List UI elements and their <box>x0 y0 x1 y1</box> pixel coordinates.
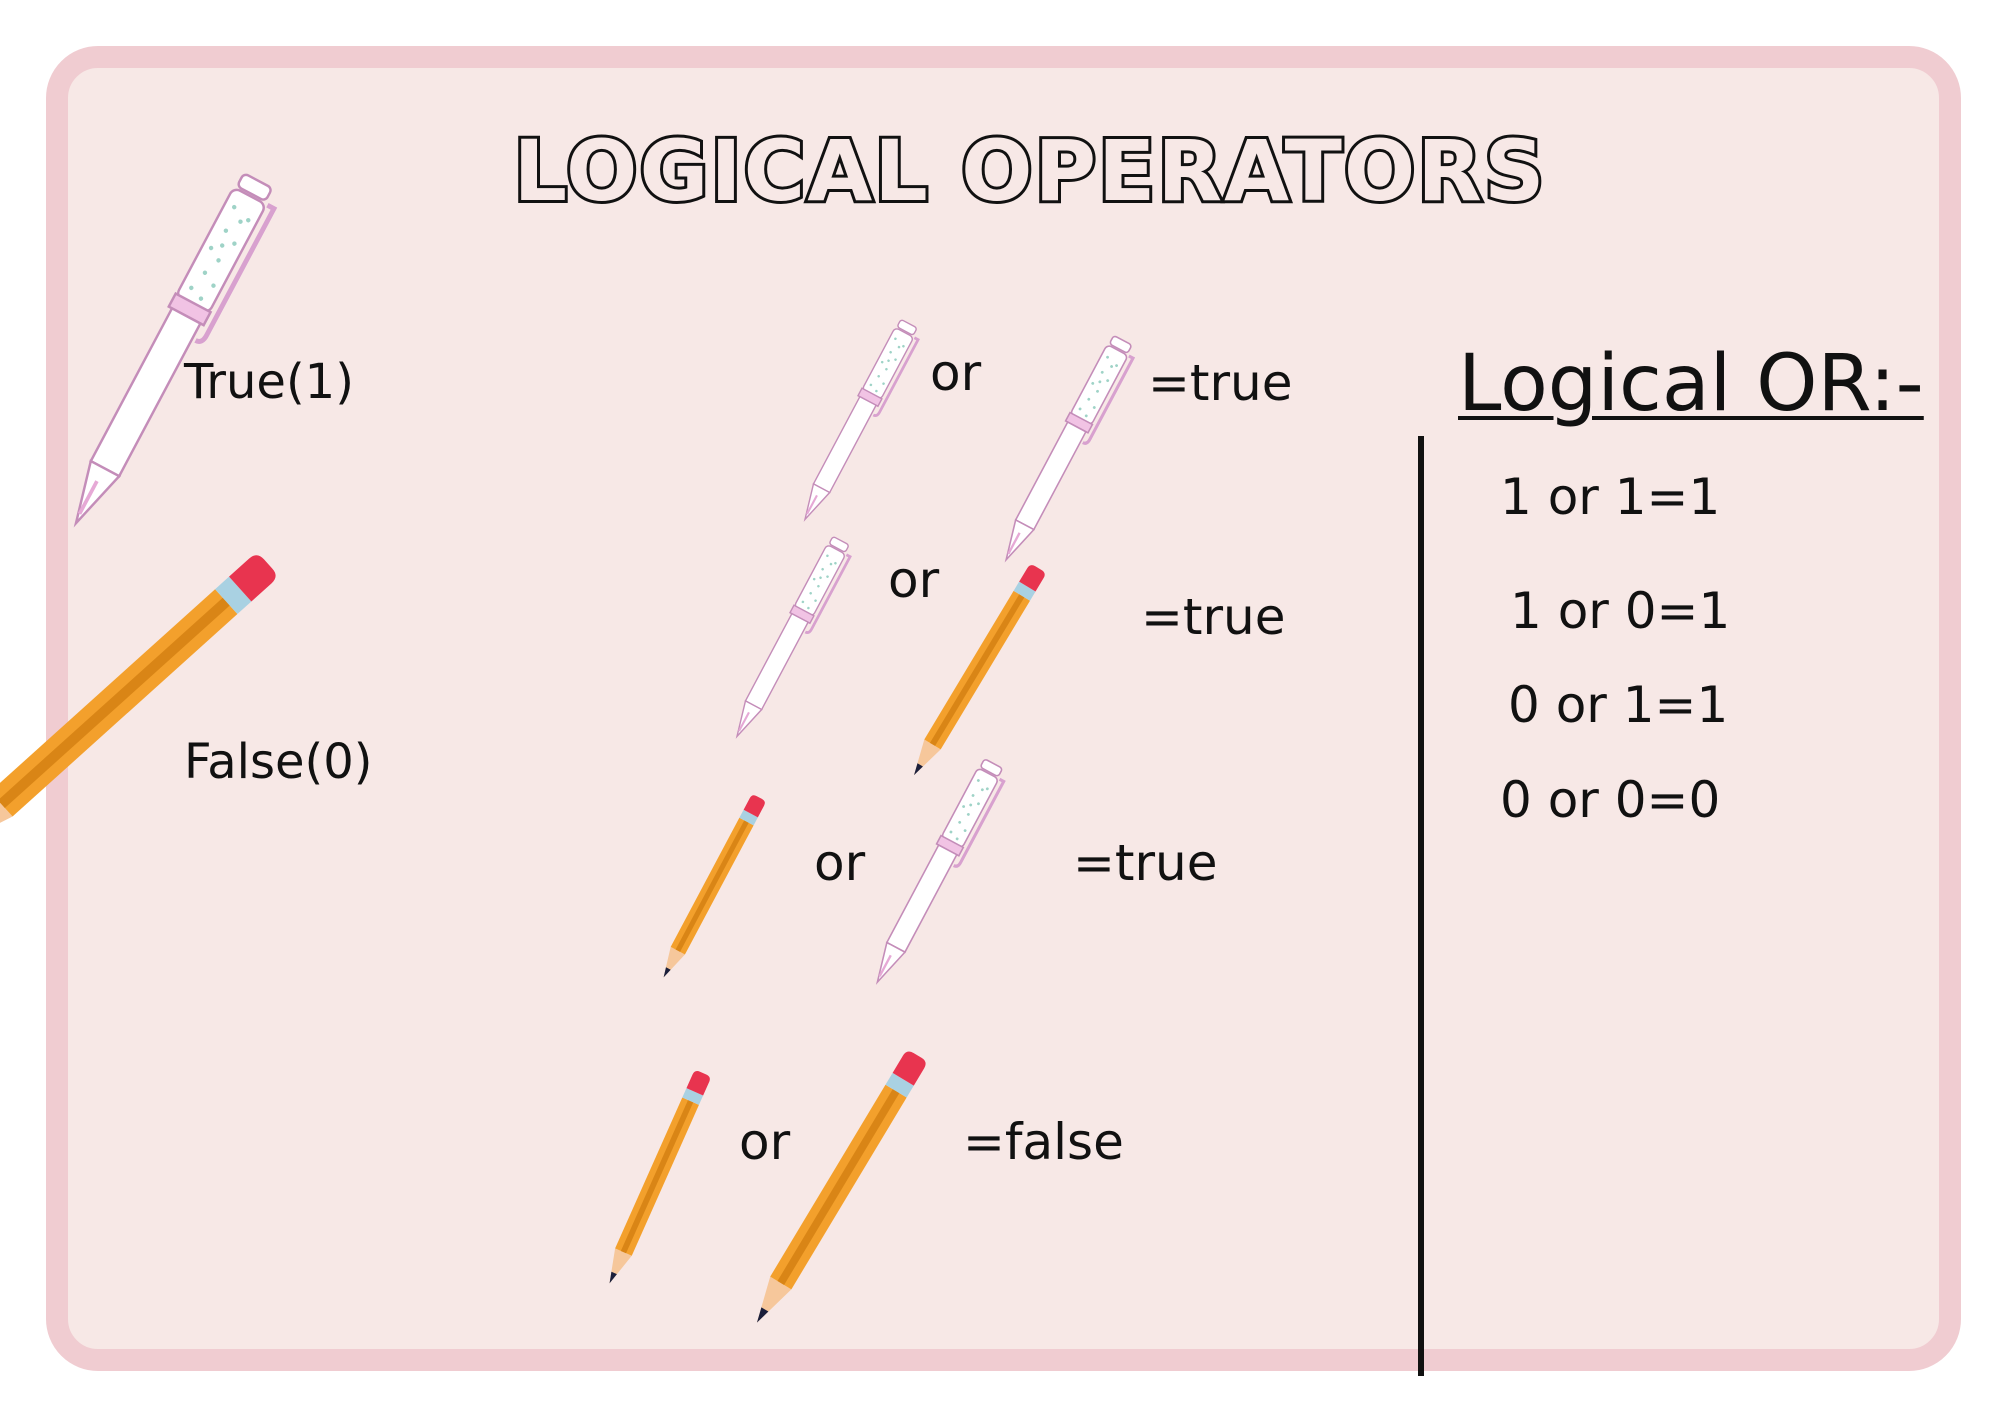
truth-table-row: 0 or 1=1 <box>1508 676 1729 734</box>
truth-table-row: 0 or 0=0 <box>1500 771 1721 829</box>
or-operator: or <box>739 1113 791 1171</box>
result-label: =false <box>963 1113 1124 1171</box>
column-divider <box>1418 436 1424 1376</box>
poster-title: LOGICAL OPERATORS <box>511 119 1548 223</box>
or-operator: or <box>814 834 866 892</box>
or-operator: or <box>930 344 982 402</box>
false-legend-label: False(0) <box>184 734 373 790</box>
truth-table-row: 1 or 1=1 <box>1500 468 1721 526</box>
true-legend-label: True(1) <box>184 354 354 410</box>
result-label: =true <box>1073 834 1218 892</box>
or-operator: or <box>888 551 940 609</box>
result-label: =true <box>1141 588 1286 646</box>
poster-card <box>46 46 1961 1371</box>
truth-table-heading: Logical OR:- <box>1458 339 1924 429</box>
result-label: =true <box>1148 354 1293 412</box>
truth-table-row: 1 or 0=1 <box>1510 582 1731 640</box>
